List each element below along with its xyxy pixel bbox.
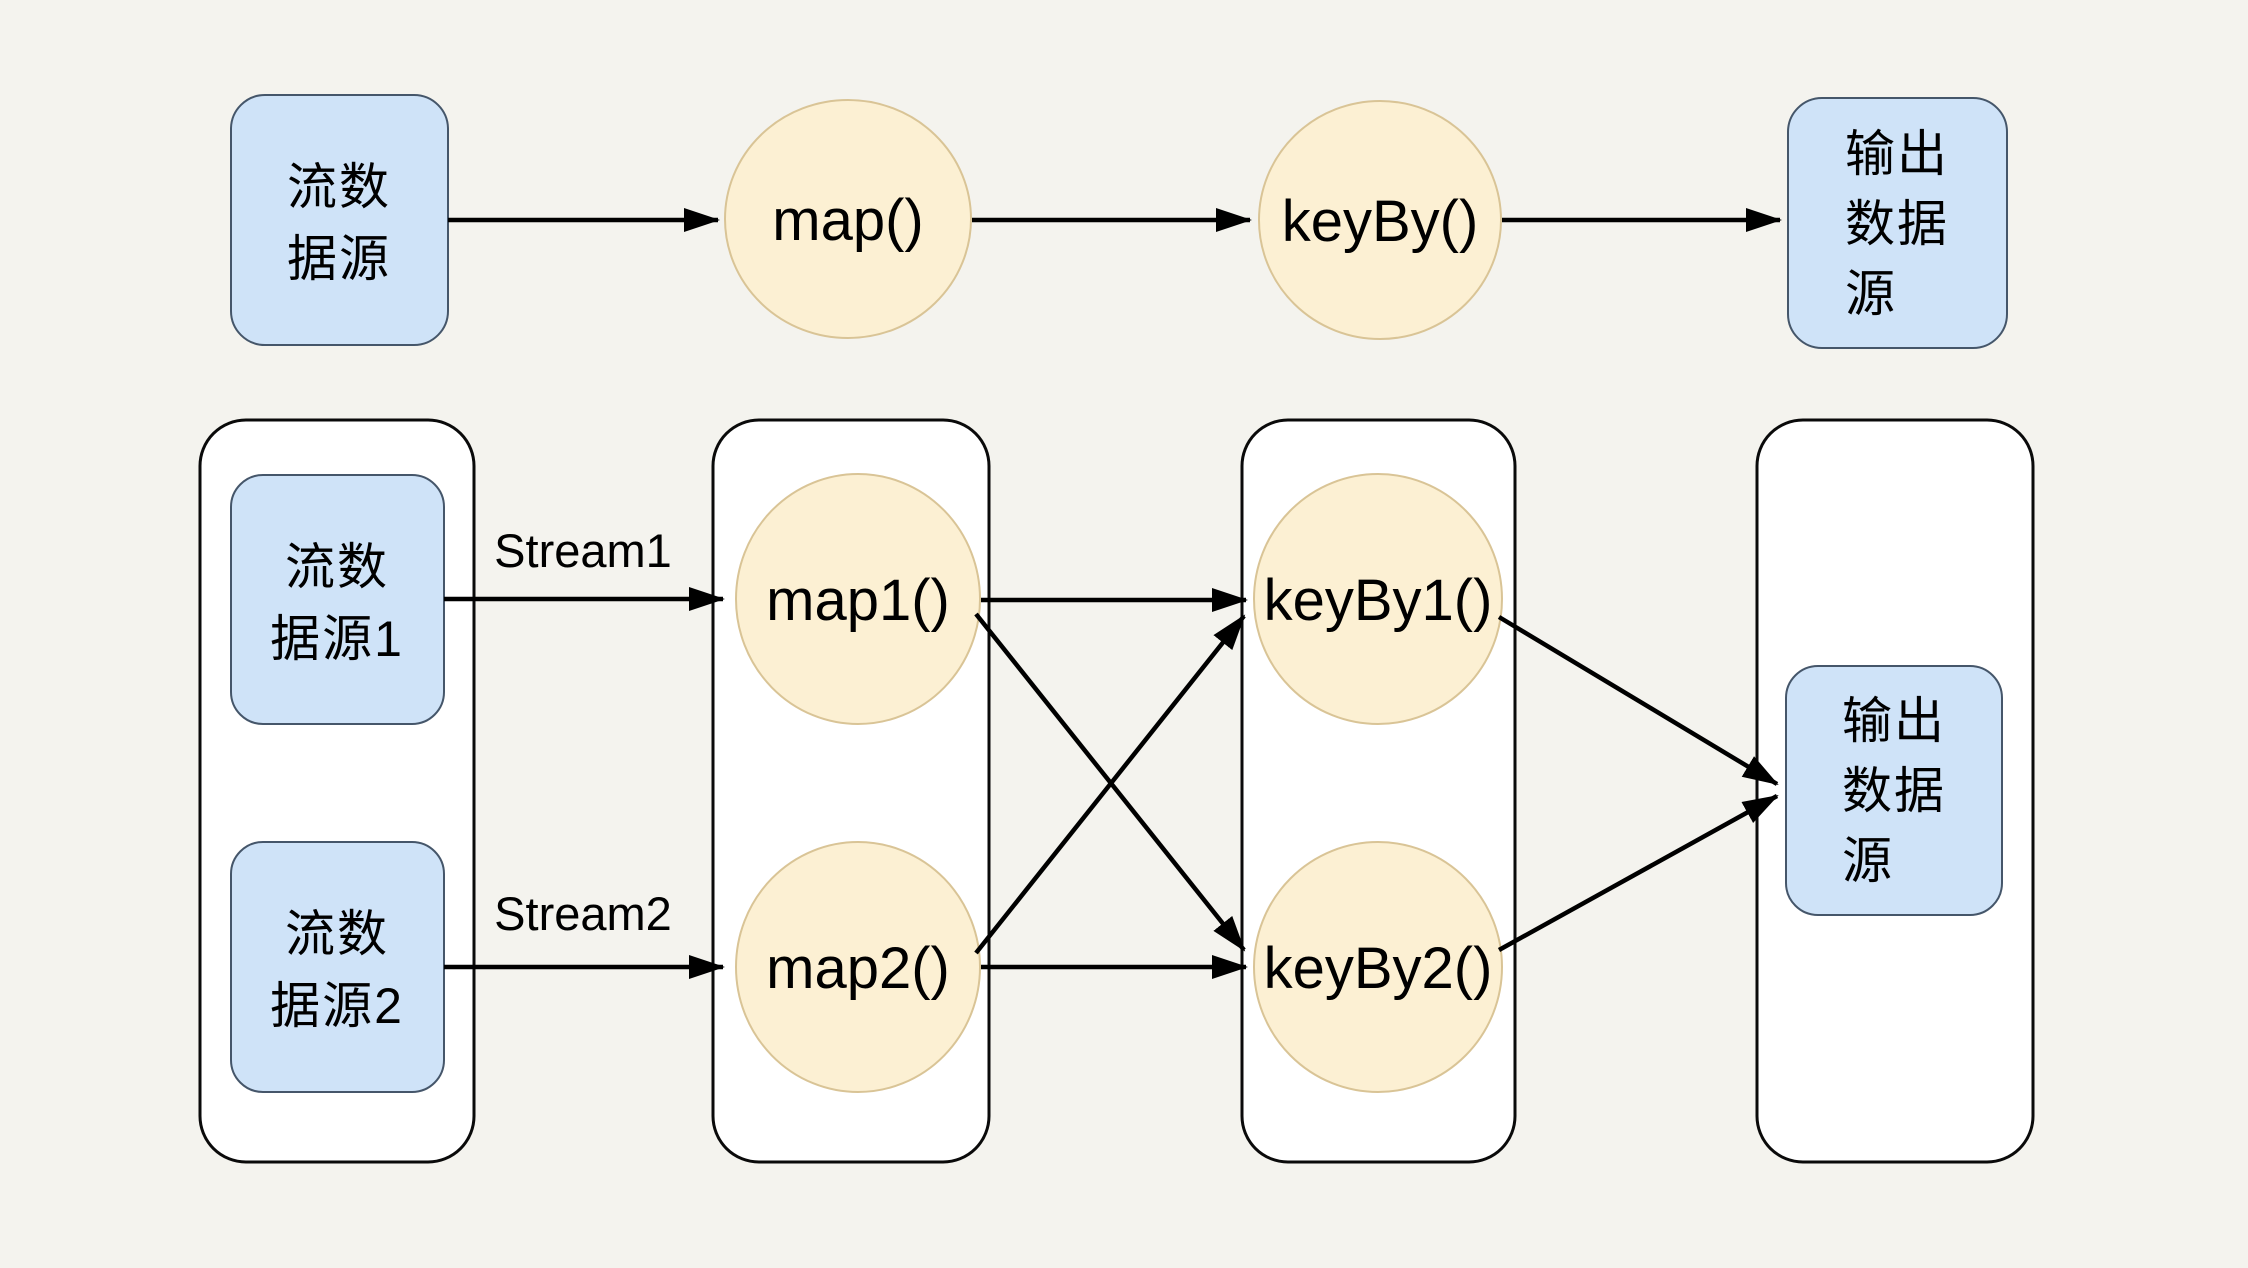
keyby1-node (1253, 473, 1503, 725)
simple-keyby-node (1258, 100, 1502, 340)
source2-label-line2: 据源2 (270, 978, 404, 1034)
simple-source-label-line2: 据源 (287, 231, 391, 287)
keyby1-label: keyBy1() (1264, 568, 1493, 633)
arrow-keyby1-to-sink (1497, 615, 1779, 786)
simple-source-node (230, 94, 449, 346)
map1-node (735, 473, 981, 725)
parallel-flow-row: 流数 据源1 流数 据源2 Stream1 Stream2 map1() map… (198, 418, 2035, 1164)
simple-sink-label-line2: 数据 (1845, 196, 1949, 252)
arrow-map2-to-keyby1 (974, 614, 1246, 955)
source1-node (230, 474, 445, 725)
simple-map-label: map() (772, 188, 923, 253)
parallel-sink-label-line2: 数据 (1842, 763, 1946, 819)
map1-label: map1() (766, 568, 950, 633)
simple-source-label-line1: 流数 (287, 159, 391, 215)
simple-flow-row: 流数 据源 map() keyBy() 输出 数据 源 (230, 94, 2008, 349)
simple-map-node (724, 99, 972, 339)
source1-label-line1: 流数 (285, 539, 389, 595)
source2-node (230, 841, 445, 1093)
keyby2-label: keyBy2() (1264, 936, 1493, 1001)
arrow-keyby2-to-sink (1497, 794, 1779, 952)
simple-sink-node (1787, 97, 2008, 349)
stream1-edge-label: Stream1 (494, 524, 672, 577)
parallel-sink-node (1785, 665, 2003, 916)
stream2-edge-label: Stream2 (494, 887, 672, 940)
simple-keyby-label: keyBy() (1282, 189, 1479, 254)
parallel-sink-label-line3: 源 (1842, 833, 1894, 889)
source2-label-line1: 流数 (285, 906, 389, 962)
parallel-sink-label-line1: 输出 (1842, 693, 1946, 749)
map2-label: map2() (766, 936, 950, 1001)
keyby2-node (1253, 841, 1503, 1093)
map2-node (735, 841, 981, 1093)
simple-sink-label-line1: 输出 (1845, 126, 1949, 182)
simple-sink-label-line3: 源 (1845, 266, 1897, 322)
source1-label-line2: 据源1 (270, 611, 404, 667)
